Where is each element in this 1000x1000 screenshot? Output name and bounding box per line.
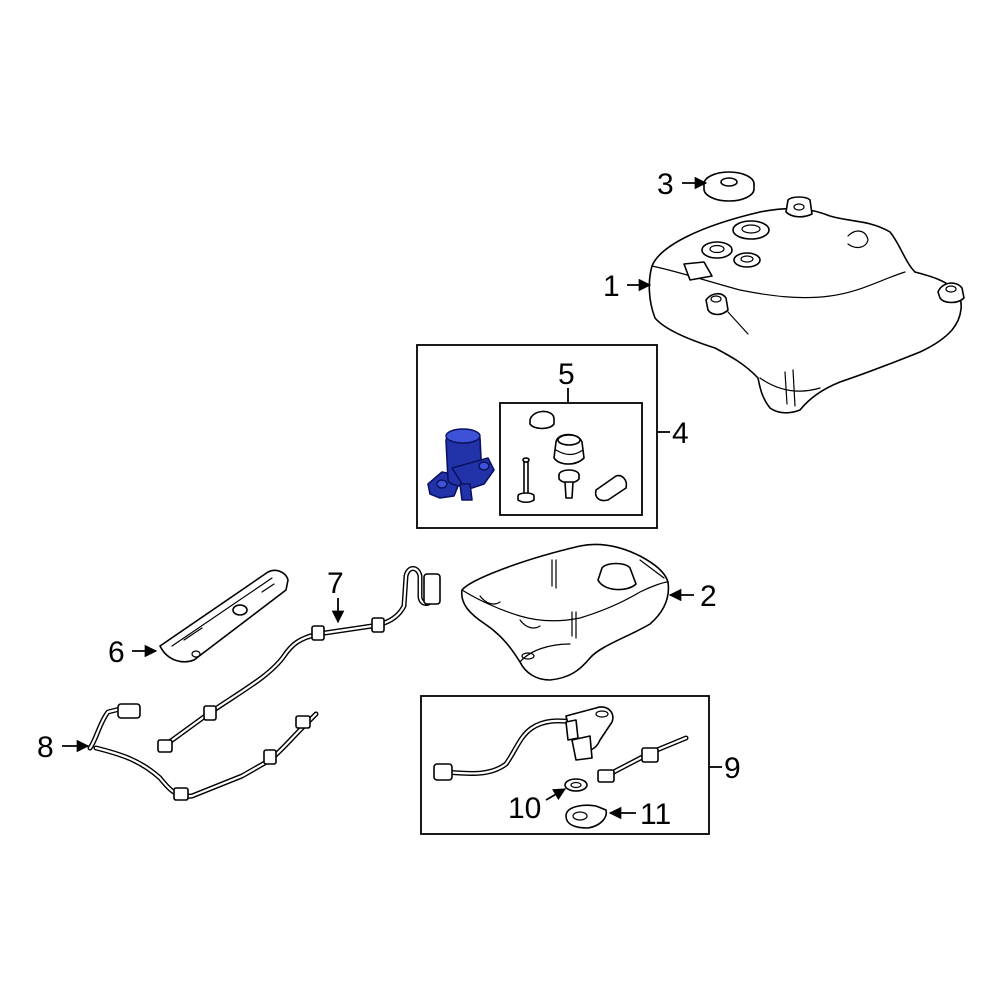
- nozzle-cap-part-5[interactable]: [594, 474, 628, 502]
- bracket-part-6[interactable]: [159, 569, 289, 663]
- callout-11: 11: [640, 798, 671, 831]
- retainer-part-11[interactable]: [565, 804, 608, 829]
- sensor-part-9[interactable]: [433, 706, 614, 781]
- hose-part-7[interactable]: [157, 566, 441, 753]
- callout-9: 9: [724, 752, 741, 785]
- callout-6: 6: [108, 636, 125, 669]
- kit-box-5: [499, 402, 643, 516]
- callout-4: 4: [672, 417, 689, 450]
- bolt-part-5[interactable]: [517, 457, 535, 504]
- callout-2: 2: [700, 580, 717, 613]
- callout-5: 5: [558, 358, 575, 391]
- connector-part-9[interactable]: [597, 735, 689, 783]
- grommet-part-3[interactable]: [703, 171, 755, 202]
- tray-part-2[interactable]: [460, 543, 670, 681]
- leader-10: [545, 788, 567, 801]
- kit-box-9: [420, 695, 710, 835]
- callout-8: 8: [37, 731, 54, 764]
- cap-part-5[interactable]: [529, 410, 555, 430]
- callout-7: 7: [327, 567, 344, 600]
- callout-10: 10: [508, 792, 541, 825]
- reservoir-tank-part-1[interactable]: [648, 196, 965, 414]
- callout-3: 3: [657, 168, 674, 201]
- pump-part-4[interactable]: [427, 428, 495, 501]
- kit-box-4: [416, 344, 658, 529]
- screw-part-5[interactable]: [558, 469, 580, 499]
- callout-1: 1: [603, 270, 620, 303]
- isolator-part-5[interactable]: [553, 433, 585, 465]
- seal-part-10[interactable]: [564, 778, 588, 792]
- harness-part-8[interactable]: [87, 703, 319, 801]
